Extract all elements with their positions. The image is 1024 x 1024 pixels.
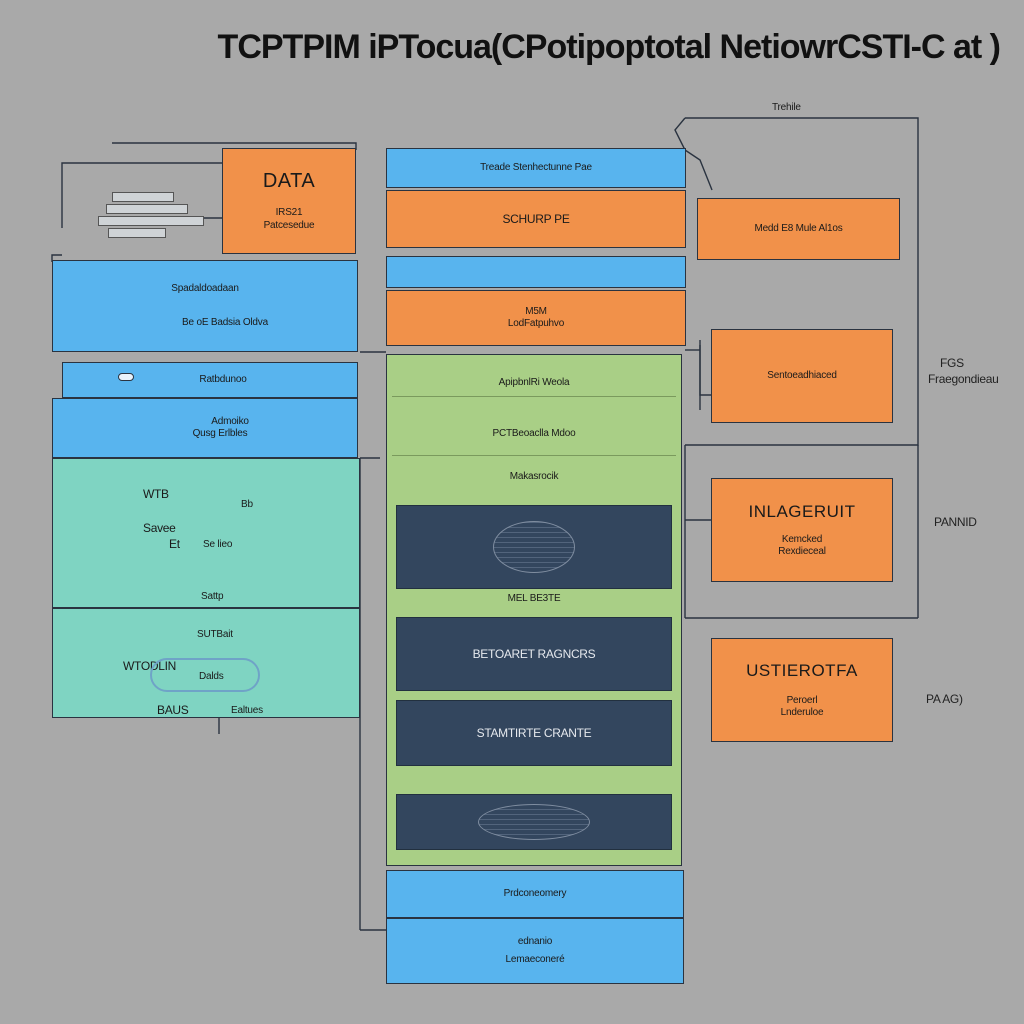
right-orange-box-2-label: Sentoeadhiaced [767, 369, 837, 381]
left-blue-box-2-line1: Ratbdunoo [199, 373, 247, 385]
right-orange-box-4-title: USTIEROTFA [746, 660, 858, 680]
center-top-blue-label: Treade Stenhectunne Pae [480, 161, 592, 173]
teal2-line1: SUTBait [197, 629, 233, 640]
left-teal-box-1: WTB Bb Savee Et Se lieo Sattp [52, 458, 360, 608]
data-box-title: DATA [262, 170, 316, 192]
teal1-line4: Bb [241, 499, 253, 510]
center-orange-box-2: M5M LodFatpuhvo [386, 290, 686, 346]
center-orange-box-1: SCHURP PE [386, 190, 686, 248]
navy-box-1 [396, 505, 672, 589]
center-orange-box-2-line1: M5M [525, 305, 547, 317]
teal1-line5: Se lieo [203, 539, 233, 550]
center-bottom-blue-line2: ednanio [517, 935, 553, 947]
center-orange-box-2-line2: LodFatpuhvo [507, 318, 565, 329]
teal1-line3: Et [169, 537, 180, 551]
right-orange-box-1-label: Medd E8 Mule Al1os [754, 222, 843, 234]
right-side-label-2: PANNID [934, 515, 977, 529]
right-side-label-1b: Fraegondieau [928, 372, 999, 386]
teal2-line4: BAUS [157, 703, 189, 717]
teal1-line2: Savee [143, 521, 176, 535]
right-orange-box-4-line1: Peroerl [786, 694, 818, 706]
left-blue-box-2: Ratbdunoo [62, 362, 358, 398]
navy-box-2-label: BETOARET RAGNCRS [472, 647, 596, 661]
green-line1: ApipbnlRi Weola [498, 377, 570, 388]
green-footer: MEL BE3TE [507, 593, 561, 604]
teal1-footer: Sattp [201, 591, 224, 602]
right-orange-box-4-line2: Lnderuloe [780, 707, 824, 718]
green-divider-2 [392, 455, 676, 456]
green-line2: PCTBeoaclla Mdoo [492, 428, 576, 439]
chip-icon [96, 186, 206, 246]
left-blue-box-3-line1: Admoiko [211, 415, 249, 427]
right-orange-box-1: Medd E8 Mule Al1os [697, 198, 900, 260]
data-box-line2: Patcesedue [263, 219, 315, 231]
teal1-line1: WTB [143, 487, 169, 501]
teal2-line5: Ealtues [231, 705, 263, 716]
green-line3: Makasrocik [509, 471, 559, 482]
left-blue-box-3: Admoiko Qusg Erlbles [52, 398, 358, 458]
data-box-line1: IRS21 [275, 207, 303, 218]
left-blue-box-1-line1: Spadaldoadaan [171, 282, 239, 294]
right-orange-box-3-line2: Rexdieceal [778, 546, 826, 557]
left-blue-box-3-line2: Qusg Erlbles [192, 428, 248, 439]
right-orange-box-3: INLAGERUIT Kemcked Rexdieceal [711, 478, 893, 582]
right-orange-box-3-title: INLAGERUIT [748, 501, 856, 521]
center-bottom-blue-1: Prdconeomery [386, 870, 684, 918]
left-blue-box-1: Spadaldoadaan Be oE Badsia Oldva [52, 260, 358, 352]
left-blue-box-1-line2: Be oE Badsia Oldva [182, 317, 268, 328]
center-bottom-blue-line3: Lemaeconeré [505, 954, 565, 965]
center-orange-box-1-label: SCHURP PE [502, 212, 570, 226]
right-orange-box-4: USTIEROTFA Peroerl Lnderuloe [711, 638, 893, 742]
cloud-icon [150, 658, 260, 692]
toggle-icon [118, 373, 134, 381]
right-orange-box-3-line1: Kemcked [781, 533, 823, 545]
right-side-label-3: PA AG) [926, 692, 963, 706]
data-box: DATA IRS21 Patcesedue [222, 148, 356, 254]
center-green-panel [386, 354, 682, 866]
teal2-line3: Dalds [199, 671, 224, 682]
center-top-blue-box: Treade Stenhectunne Pae [386, 148, 686, 188]
navy-box-4 [396, 794, 672, 850]
navy-box-3: STAMTIRTE CRANTE [396, 700, 672, 766]
navy-box-3-label: STAMTIRTE CRANTE [476, 726, 592, 740]
right-orange-box-2: Sentoeadhiaced [711, 329, 893, 423]
center-bottom-blue-line1: Prdconeomery [503, 887, 567, 899]
right-top-label: Trehile [772, 102, 801, 113]
diagram-title: TCPTPIM iPTocua(CPotipoptotal NetiowrCST… [217, 28, 1001, 66]
disc-icon [478, 804, 590, 840]
center-bottom-blue-2: ednanio Lemaeconeré [386, 918, 684, 984]
right-side-label-1a: FGS [940, 356, 964, 370]
globe-icon [493, 521, 575, 573]
navy-box-2: BETOARET RAGNCRS [396, 617, 672, 691]
green-divider-1 [392, 396, 676, 397]
center-blue-strip [386, 256, 686, 288]
